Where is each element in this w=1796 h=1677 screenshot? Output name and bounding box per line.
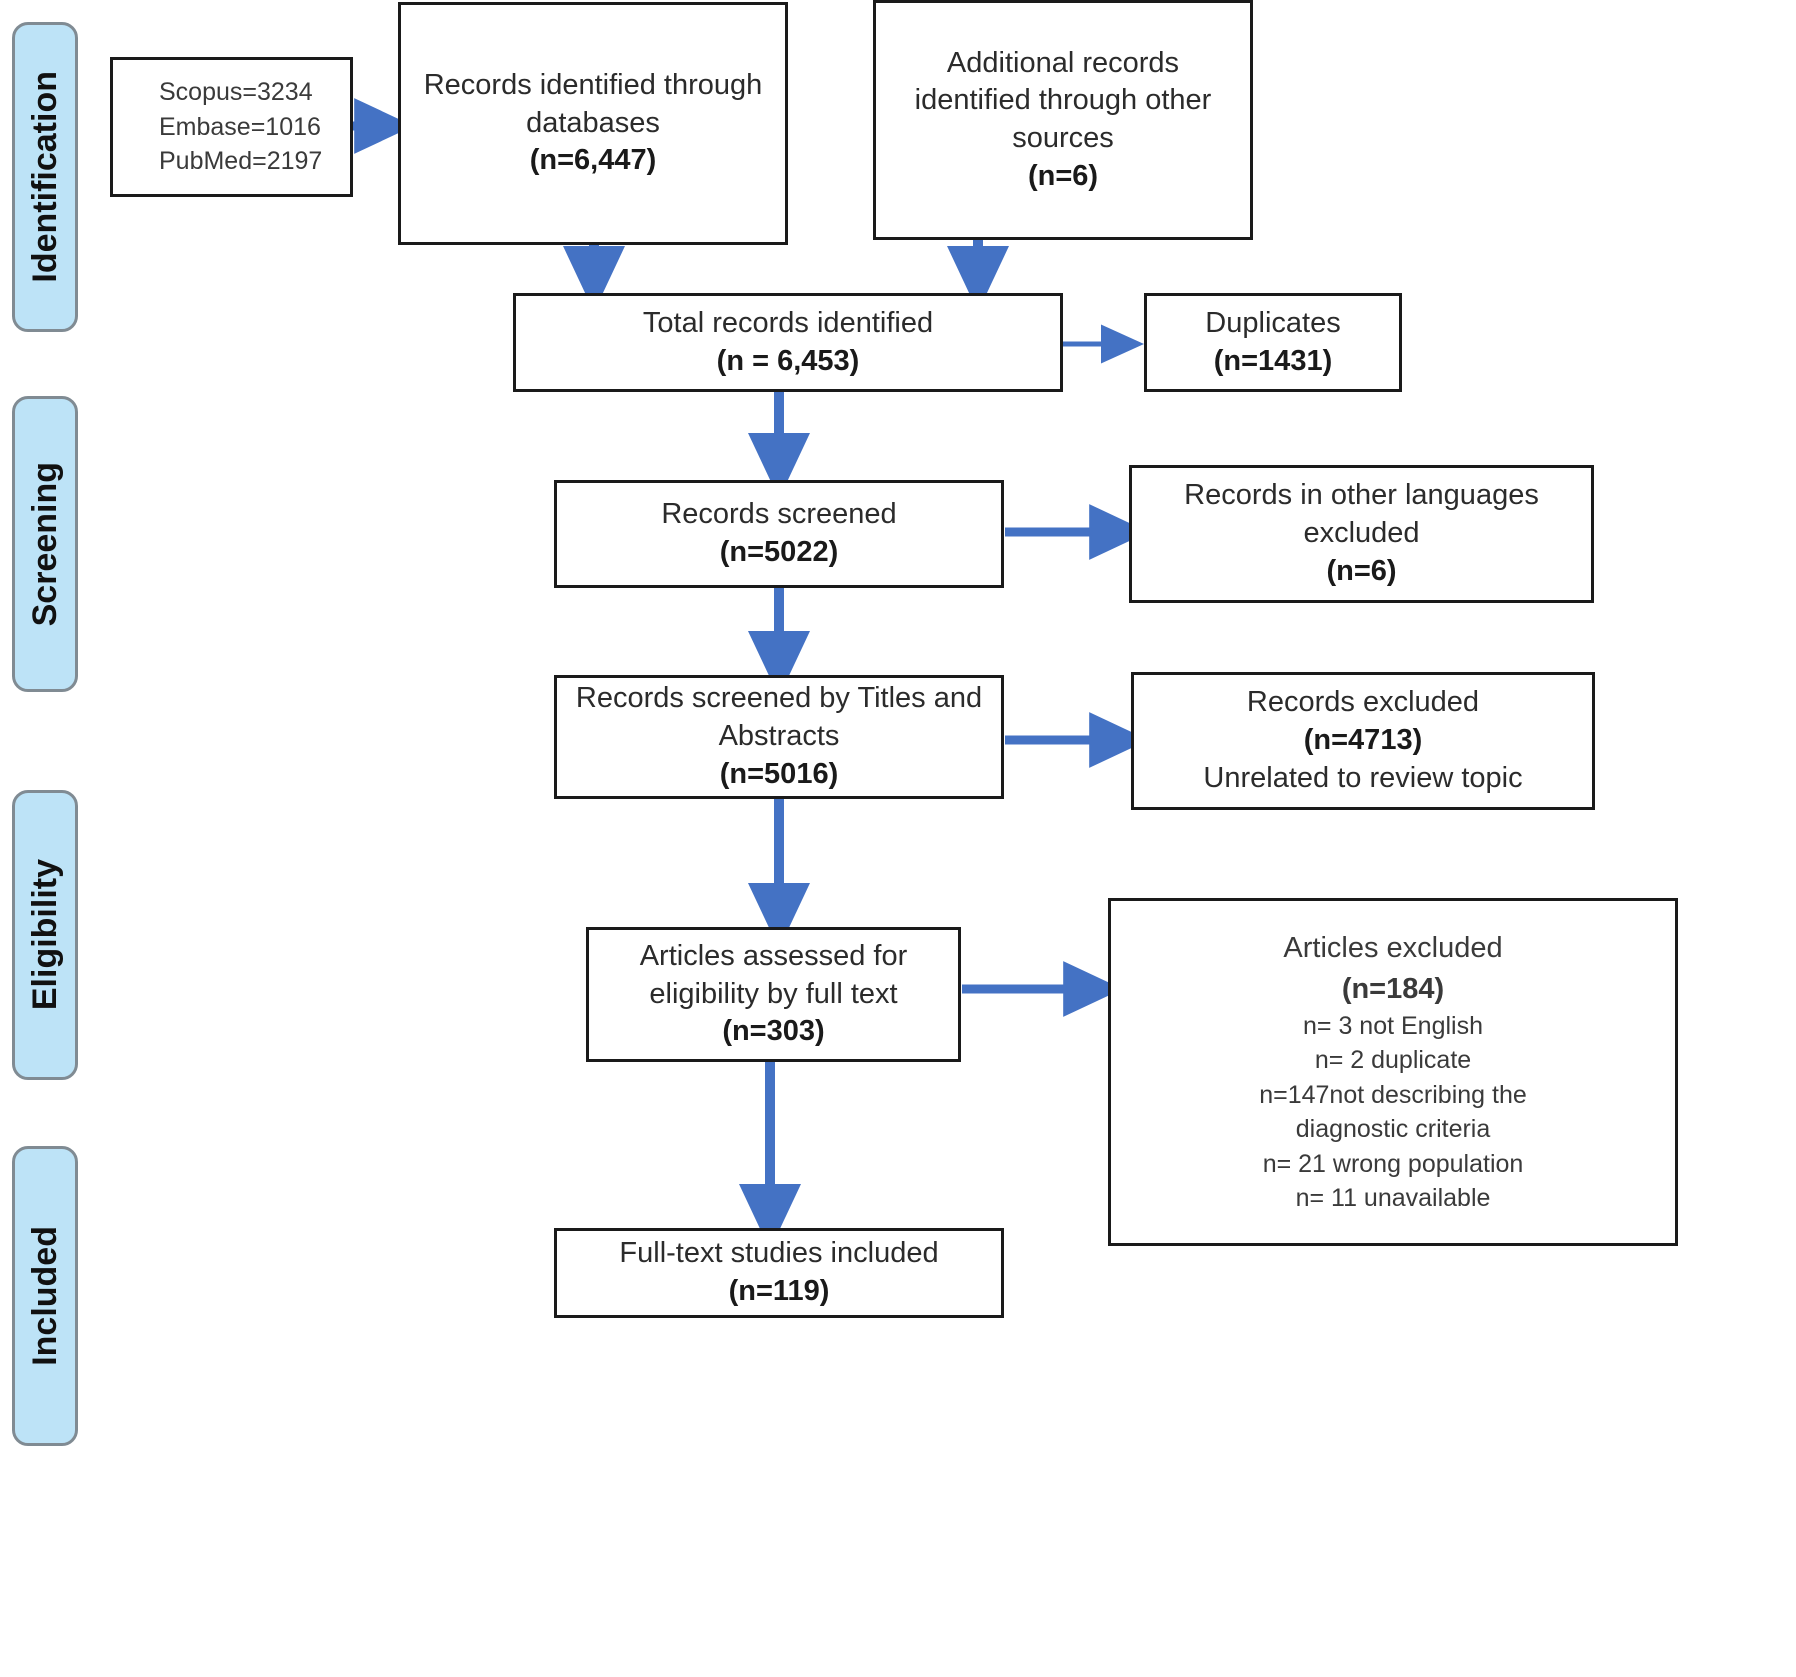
articlesexcluded-reason-4: n= 21 wrong population <box>1262 1149 1524 1178</box>
recordsexcluded-count: (n=4713) <box>1303 724 1423 757</box>
duplicates-count: (n=1431) <box>1213 344 1333 377</box>
databases-count: (n=6,447) <box>529 144 657 177</box>
otherlanguages-line-2: excluded <box>1303 517 1420 550</box>
stage-label-identification: Identification <box>25 71 64 283</box>
stage-label-included: Included <box>25 1226 64 1366</box>
othersources-line-1: Additional records <box>946 46 1180 79</box>
screened-count: (n=5022) <box>719 536 839 568</box>
titlesabstracts-line-2: Abstracts <box>718 720 840 753</box>
articlesexcluded-reason-3a: n=147not describing the <box>1259 1080 1527 1109</box>
duplicates-box: Duplicates (n=1431) <box>1144 293 1402 392</box>
articlesexcluded-reason-1: n= 3 not English <box>1303 1011 1483 1040</box>
recordsexcluded-reason: Unrelated to review topic <box>1203 761 1523 794</box>
titlesabstracts-line-1: Records screened by Titles and <box>575 682 983 715</box>
stage-pill-eligibility: Eligibility <box>12 790 78 1080</box>
stage-pill-screening: Screening <box>12 396 78 692</box>
included-count: (n=119) <box>728 1275 830 1307</box>
articlesexcluded-line-1: Articles excluded <box>1283 932 1503 965</box>
assessed-count: (n=303) <box>722 1015 825 1048</box>
recordsexcluded-line-1: Records excluded <box>1246 686 1480 719</box>
records-screened-titles-abstracts-box: Records screened by Titles and Abstracts… <box>554 675 1004 799</box>
stage-pill-included: Included <box>12 1146 78 1446</box>
source-line-embase: Embase=1016 <box>159 112 321 141</box>
articles-excluded-box: Articles excluded (n=184) n= 3 not Engli… <box>1108 898 1678 1246</box>
full-text-studies-included-box: Full-text studies included (n=119) <box>554 1228 1004 1318</box>
total-records-identified-box: Total records identified (n = 6,453) <box>513 293 1063 392</box>
articlesexcluded-count: (n=184) <box>1341 972 1445 1005</box>
stage-label-screening: Screening <box>25 461 64 627</box>
articles-assessed-eligibility-box: Articles assessed for eligibility by ful… <box>586 927 961 1062</box>
additional-records-other-sources-box: Additional records identified through ot… <box>873 0 1253 240</box>
records-excluded-box: Records excluded (n=4713) Unrelated to r… <box>1131 672 1595 810</box>
othersources-line-3: sources <box>1012 122 1114 154</box>
assessed-line-1: Articles assessed for <box>639 939 908 972</box>
databases-line-2: databases <box>526 106 660 139</box>
articlesexcluded-reason-2: n= 2 duplicate <box>1314 1046 1472 1075</box>
articlesexcluded-reason-5: n= 11 unavailable <box>1295 1184 1491 1213</box>
duplicates-line-1: Duplicates <box>1205 306 1341 339</box>
stage-pill-identification: Identification <box>12 22 78 332</box>
included-line-1: Full-text studies included <box>619 1237 939 1270</box>
othersources-count: (n=6) <box>1027 159 1099 192</box>
otherlanguages-line-1: Records in other languages <box>1184 479 1539 512</box>
total-line-1: Total records identified <box>642 306 934 339</box>
titlesabstracts-count: (n=5016) <box>719 757 839 790</box>
records-other-languages-excluded-box: Records in other languages excluded (n=6… <box>1129 465 1594 603</box>
othersources-line-2: identified through other <box>914 84 1212 117</box>
records-identified-databases-box: Records identified through databases (n=… <box>398 2 788 245</box>
databases-line-1: Records identified through <box>423 68 763 101</box>
total-count: (n = 6,453) <box>716 344 860 377</box>
stage-label-eligibility: Eligibility <box>25 859 64 1011</box>
screened-line-1: Records screened <box>661 498 897 531</box>
otherlanguages-count: (n=6) <box>1326 554 1397 587</box>
source-line-pubmed: PubMed=2197 <box>159 147 323 176</box>
articlesexcluded-reason-3b: diagnostic criteria <box>1295 1115 1491 1144</box>
records-screened-box: Records screened (n=5022) <box>554 480 1004 588</box>
database-source-counts-box: Scopus=3234 Embase=1016 PubMed=2197 <box>110 57 353 197</box>
source-line-scopus: Scopus=3234 <box>159 78 313 107</box>
assessed-line-2: eligibility by full text <box>649 977 898 1010</box>
